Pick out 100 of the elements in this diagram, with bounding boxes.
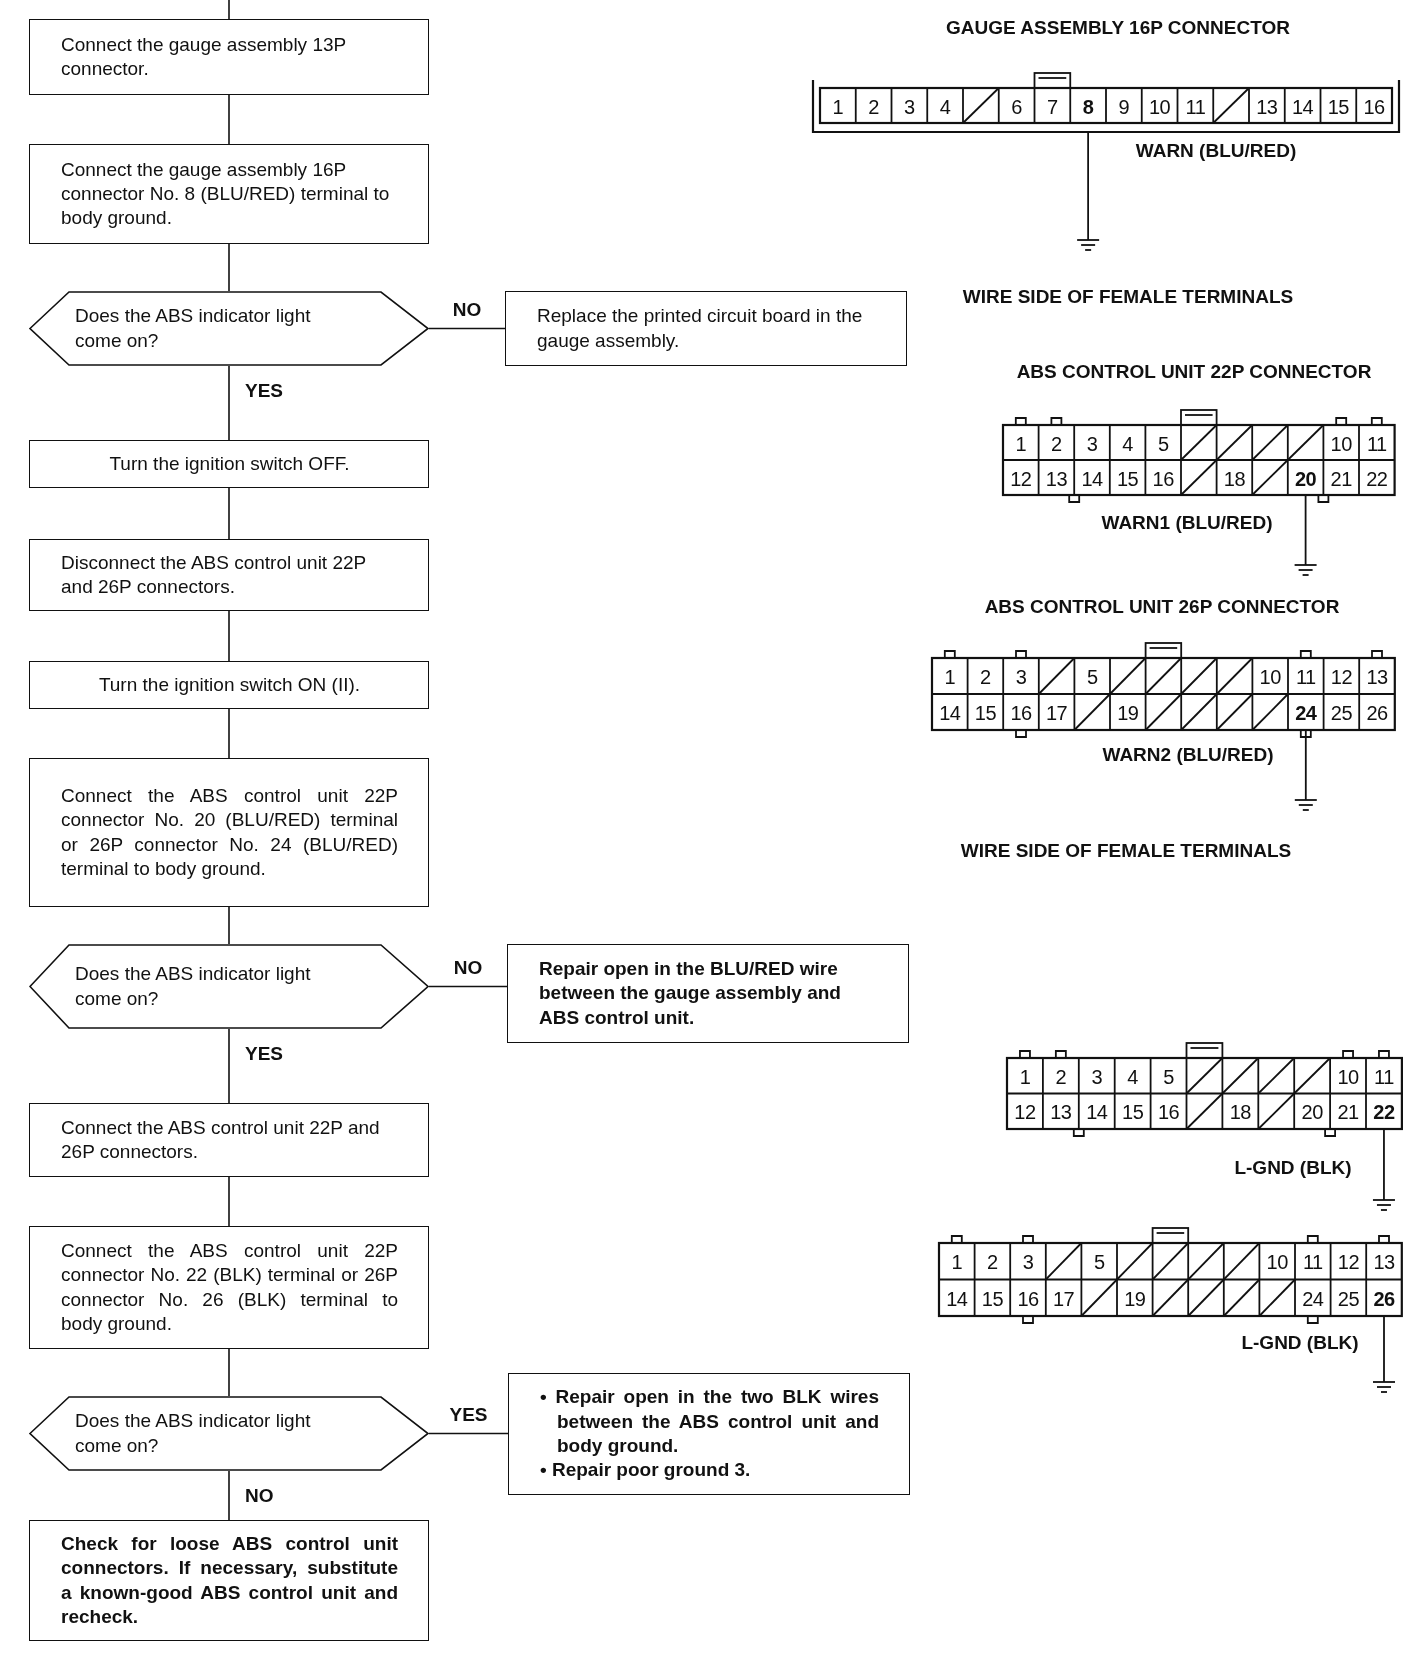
step-text: • Repair poor ground 3.: [540, 1458, 752, 1483]
pin-number: 5: [1086, 665, 1098, 689]
pin-number: 17: [1045, 701, 1068, 725]
connector-line: [228, 0, 230, 20]
pin-number: 20: [1294, 467, 1317, 490]
pin-number: 9: [1118, 95, 1130, 118]
step-text: Connect the ABS control unit 22P connector No. 22 (BLK) terminal or 26P connector No. 26 (BLK) terminal to body ground.: [61, 1238, 398, 1336]
pin-number: 26: [1366, 701, 1388, 725]
pin-number: 21: [1330, 467, 1352, 490]
pin-number: 10: [1149, 95, 1171, 118]
process-box: [29, 440, 429, 488]
pin-number: 8: [1082, 95, 1094, 118]
pin-number: 13: [1050, 1100, 1072, 1124]
pin-number: 14: [1292, 95, 1314, 118]
step-text: Turn the ignition switch ON (II).: [97, 672, 362, 697]
view-note: WIRE SIDE OF FEMALE TERMINALS: [960, 840, 1292, 862]
pin-number: 16: [1010, 701, 1032, 725]
pin-number: 16: [1363, 95, 1385, 118]
pin-number: 26: [1373, 1287, 1395, 1311]
pin-number: 16: [1152, 467, 1174, 490]
pin-number: 3: [1015, 665, 1027, 689]
pin-number: 14: [939, 701, 961, 725]
pin-number: 24: [1302, 1287, 1324, 1311]
pin-number: 11: [1366, 432, 1387, 455]
pin-number: 19: [1117, 701, 1139, 725]
pin-number: 7: [1047, 95, 1058, 118]
pin-number: 12: [1330, 665, 1352, 689]
pin-number: 15: [1122, 1100, 1144, 1124]
wire-label: L-GND (BLK): [1234, 1157, 1352, 1179]
step-text: Replace the printed circuit board in the gauge assembly.: [537, 304, 864, 353]
pin-number: 20: [1301, 1100, 1323, 1124]
connector-line: [228, 1470, 230, 1521]
pin-number: 5: [1157, 432, 1169, 455]
pin-number: 21: [1337, 1100, 1359, 1124]
step-text: Check for loose ABS control unit connectors. If necessary, substitute a known-good ABS control unit and recheck.: [61, 1531, 398, 1629]
pin-number: 1: [832, 95, 844, 118]
process-box: [29, 144, 429, 244]
pin-number: 12: [1010, 467, 1032, 490]
pin-number: 11: [1302, 1250, 1323, 1274]
process-box: [29, 539, 429, 611]
pin-number: 15: [1116, 467, 1139, 490]
process-box: [29, 1520, 429, 1641]
connector-line: [228, 365, 230, 441]
pin-number: 3: [1086, 432, 1098, 455]
pin-number: 16: [1017, 1287, 1039, 1311]
connector-line: [228, 1176, 230, 1227]
pin-number: 15: [981, 1287, 1003, 1311]
step-text: Connect the ABS control unit 22P connector No. 20 (BLU/RED) terminal or 26P connector No. 24 (BLU/RED) terminal to body ground.: [61, 783, 398, 881]
pin-number: 2: [868, 95, 879, 118]
process-box: [505, 291, 907, 366]
pin-number: 15: [974, 701, 996, 725]
pin-number: 2: [1051, 432, 1062, 455]
wire-label: WARN (BLU/RED): [1135, 140, 1297, 162]
step-text: Does the ABS indicator light come on?: [75, 1409, 312, 1458]
pin-number: 22: [1366, 467, 1388, 490]
pin-number: 4: [1127, 1065, 1138, 1089]
pin-number: 16: [1157, 1100, 1180, 1124]
wire-label: WARN2 (BLU/RED): [1102, 744, 1274, 766]
pin-number: 2: [1055, 1065, 1067, 1089]
pin-number: 6: [1011, 95, 1022, 118]
wire-label: WARN1 (BLU/RED): [1101, 512, 1273, 534]
decision-shape: [29, 944, 429, 1029]
step-text: Connect the gauge assembly 13P connector.: [61, 32, 347, 81]
step-text: Connect the ABS control unit 22P and 26P connectors.: [61, 1115, 381, 1164]
pin-number: 4: [1122, 432, 1133, 455]
pin-number: 11: [1295, 665, 1316, 689]
connector-title: ABS CONTROL UNIT 26P CONNECTOR: [984, 596, 1340, 618]
pin-number: 10: [1330, 432, 1352, 455]
connector-line: [428, 985, 508, 988]
connector-line: [228, 708, 230, 759]
pin-number: 10: [1337, 1065, 1359, 1089]
step-text: Repair open in the BLU/RED wire between the gauge assembly and ABS control unit.: [539, 957, 842, 1030]
pin-number: 13: [1256, 95, 1278, 118]
pin-number: 22: [1373, 1100, 1395, 1124]
connector-line: [228, 1348, 230, 1397]
pin-number: 13: [1373, 1250, 1395, 1274]
pin-number: 14: [1081, 467, 1103, 490]
pin-number: 1: [1019, 1065, 1031, 1089]
pin-number: 17: [1052, 1287, 1075, 1311]
step-text: Connect the gauge assembly 16P connector No. 8 (BLU/RED) terminal to body ground.: [61, 157, 391, 231]
pin-number: 24: [1295, 701, 1317, 725]
connector-line: [228, 487, 230, 540]
pin-number: 19: [1124, 1287, 1146, 1311]
pin-number: 3: [1091, 1065, 1103, 1089]
connector-line: [428, 327, 506, 330]
pin-number: 25: [1330, 701, 1352, 725]
process-box: [507, 944, 909, 1043]
connector-line: [228, 610, 230, 662]
pin-number: 14: [946, 1287, 968, 1311]
pin-number: 1: [951, 1250, 963, 1274]
pin-number: 1: [944, 665, 956, 689]
pin-number: 1: [1015, 432, 1027, 455]
pin-number: 13: [1366, 665, 1388, 689]
pin-number: 25: [1337, 1287, 1359, 1311]
process-box: [29, 1103, 429, 1177]
pin-number: 4: [939, 95, 951, 118]
pin-number: 5: [1163, 1065, 1174, 1089]
pin-number: 10: [1259, 665, 1281, 689]
pin-number: 14: [1086, 1100, 1108, 1124]
pin-number: 11: [1374, 1065, 1394, 1089]
